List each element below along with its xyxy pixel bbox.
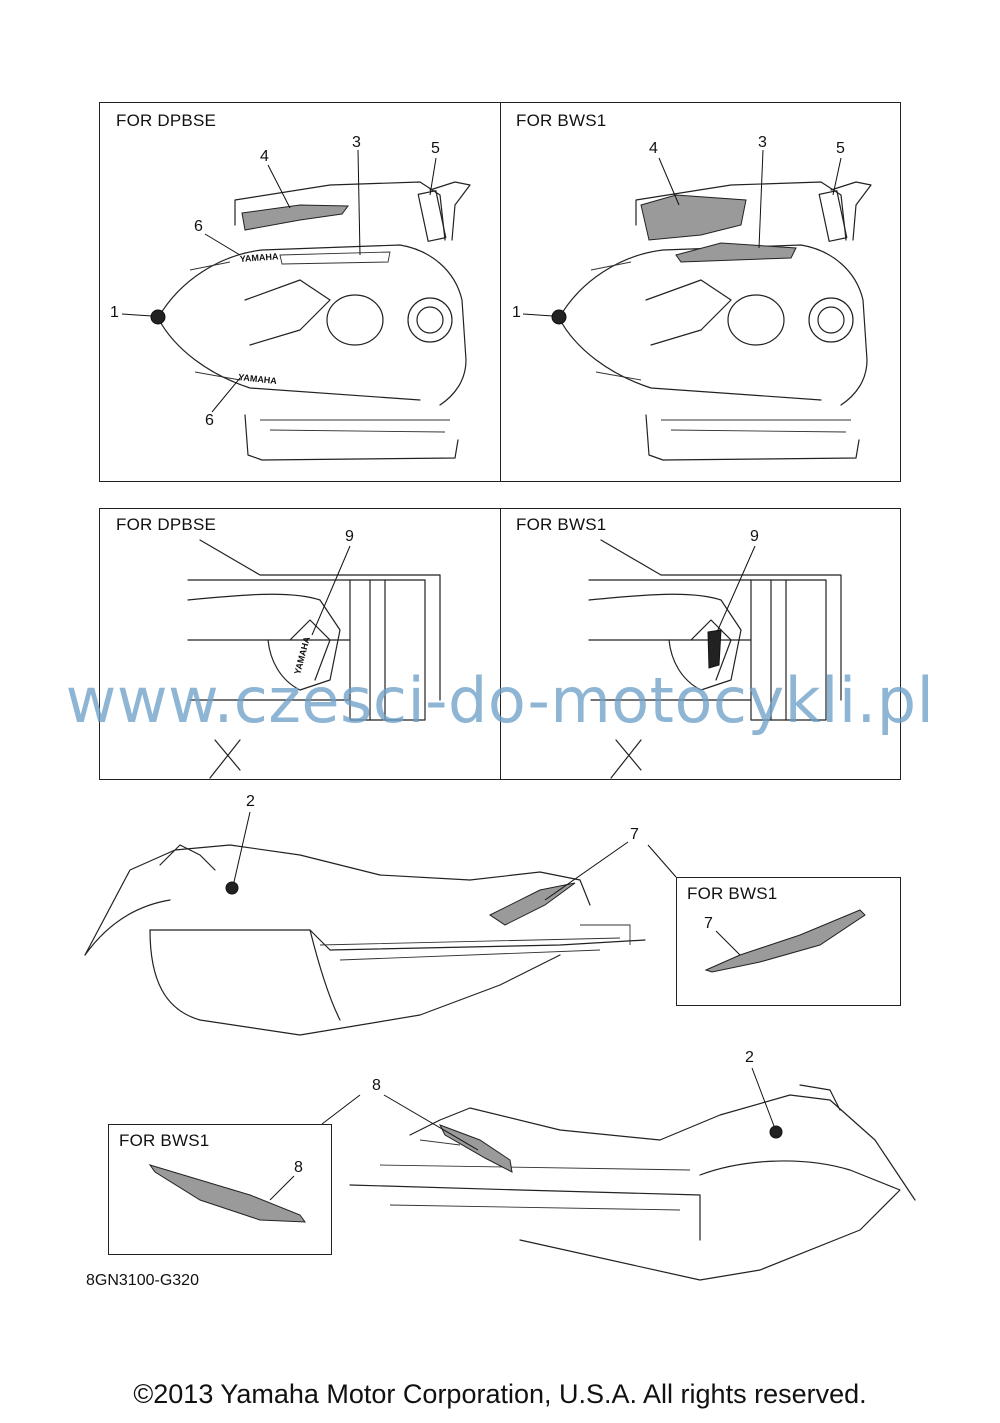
callout-8: 8 [372,1077,381,1094]
callout-2: 2 [246,793,255,810]
panel-label: FOR DPBSE [116,515,217,534]
rear-view-right [588,539,842,779]
panel-label: FOR DPBSE [116,111,217,130]
copyright: ©2013 Yamaha Motor Corporation, U.S.A. A… [133,1379,867,1409]
yamaha-decal-text: YAMAHA [239,251,279,264]
callout-8: 8 [294,1159,303,1176]
panel-label: FOR BWS1 [687,884,778,903]
callout-3: 3 [758,134,767,151]
front-view-left: YAMAHA YAMAHA [121,149,471,461]
panel-label: FOR BWS1 [516,515,607,534]
callout-9: 9 [750,528,759,545]
callout-2: 2 [745,1049,754,1066]
panel-top-right: FOR BWS1 [500,102,901,482]
panel-mid-right: FOR BWS1 [500,508,901,780]
callout-5: 5 [836,140,845,157]
callout-7: 7 [704,915,713,932]
inset-panel-8: FOR BWS1 [108,1124,332,1255]
diagram-code: 8GN3100-G320 [86,1272,199,1289]
callout-7: 7 [630,826,639,843]
side-view-lower [321,1067,916,1281]
panel-label: FOR BWS1 [119,1131,210,1150]
callout-1: 1 [110,304,119,321]
decal-8-shape [148,1164,307,1223]
callout-3: 3 [352,134,361,151]
front-view-right [522,149,872,461]
side-view-upper [84,811,677,1036]
panel-top-left: FOR DPBSE [99,102,501,482]
callout-6: 6 [194,218,203,235]
callout-4: 4 [260,148,269,165]
callout-6: 6 [205,412,214,429]
callout-9: 9 [345,528,354,545]
yamaha-decal-text: YAMAHA [238,372,278,386]
panel-label: FOR BWS1 [516,111,607,130]
panel-mid-left: FOR DPBSE [99,508,501,780]
callout-5: 5 [431,140,440,157]
callout-1: 1 [512,304,521,321]
decal-7-shape [704,909,866,973]
callout-4: 4 [649,140,658,157]
